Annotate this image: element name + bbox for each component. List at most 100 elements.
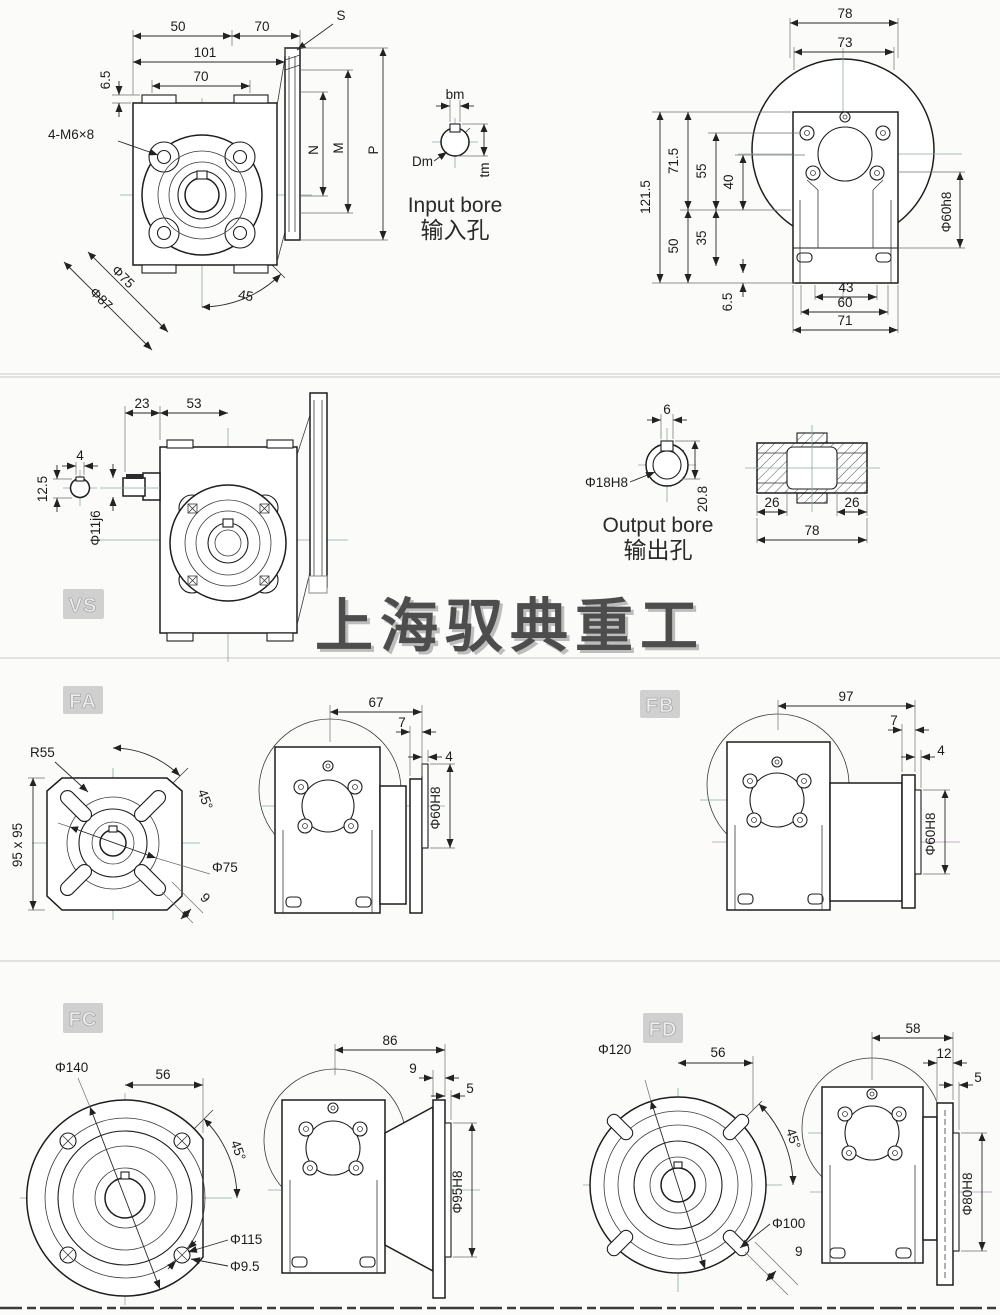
dim-label: 4 <box>937 743 945 758</box>
dim-label: 6 <box>663 402 671 417</box>
stamp-fb: FB <box>640 690 680 718</box>
dim-label: Φ100 <box>772 1216 805 1231</box>
dim-5: 5 <box>939 1070 982 1130</box>
fb-flange-plate <box>901 774 916 909</box>
fb-long-cylinder <box>829 782 903 902</box>
fc-front-view: FC Φ140 56 45° <box>20 1003 262 1305</box>
dim-phi75: Φ75 <box>57 822 238 875</box>
stamp-fa: FA <box>63 686 103 714</box>
dim-label: 50 <box>170 19 185 34</box>
dim-label: 40 <box>721 174 736 189</box>
fb-view: FB 97 7 4 <box>640 689 960 911</box>
dim-label: P <box>366 145 381 154</box>
dim-67: 67 <box>329 695 423 776</box>
dim-label: tm <box>477 163 492 178</box>
back-view: 78 73 121.5 71.5 50 55 35 40 <box>638 6 965 334</box>
dim-phi60h8: Φ60H8 <box>923 789 950 875</box>
dim-phi95h8: Φ95H8 <box>450 1122 477 1258</box>
stamp-label: FB <box>646 695 675 717</box>
dim-label: 9 <box>409 1061 417 1076</box>
dim-label: 5 <box>974 1070 982 1085</box>
dim-label: Φ60h8 <box>939 192 954 233</box>
fa-flange-plate <box>409 778 423 914</box>
front-view: 50 70 101 70 6.5 S N <box>48 8 388 351</box>
dim-n: N <box>300 91 328 197</box>
dim-label: 4-M6×8 <box>48 127 94 142</box>
dim-phi87: Φ87 <box>63 261 153 351</box>
dim-label: bm <box>446 87 465 102</box>
dim-phi120: Φ120 <box>598 1042 706 1270</box>
dim-70-flange: 70 <box>232 19 301 46</box>
fa-side-view: 67 7 4 Φ60H8 <box>258 695 455 914</box>
dim-label: 20.8 <box>695 486 710 512</box>
output-bore-detail: 6 Φ18H8 20.8 Output bore 输出孔 <box>585 402 714 563</box>
dim-label: Φ75 <box>109 262 138 291</box>
input-bore-title-zh: 输入孔 <box>421 217 490 243</box>
dim-label: 71 <box>837 313 852 328</box>
output-bore-title-en: Output bore <box>603 514 714 537</box>
dim-56: 56 <box>125 1067 204 1133</box>
fd-spacer-ring <box>922 1116 938 1241</box>
dim-label: Φ75 <box>212 860 238 875</box>
dim-9-notch: 9 <box>744 1241 803 1296</box>
dim-label: 45° <box>228 1138 249 1162</box>
vs-view: 23 53 4 12.5 Φ11j6 VS <box>35 392 348 662</box>
bolt-marks <box>187 503 270 586</box>
dim-label: 101 <box>194 45 217 60</box>
dim-r55: R55 <box>30 745 89 793</box>
dim-label: 56 <box>710 1045 725 1060</box>
stamp-label: FA <box>69 691 97 713</box>
dim-label: 12 <box>936 1046 951 1061</box>
dim-chain-left: 121.5 71.5 50 55 35 40 6.5 <box>638 111 805 311</box>
input-bore-detail: bm Dm tm Input bore 输入孔 <box>408 87 503 243</box>
callout-bolts: 4-M6×8 <box>48 127 159 156</box>
dim-label: 26 <box>844 495 859 510</box>
dim-label: 70 <box>254 19 269 34</box>
dim-9: 9 <box>409 1061 459 1097</box>
dim-label: 35 <box>694 230 709 245</box>
dim-label: 43 <box>838 280 853 295</box>
dim-label: 7 <box>890 713 898 728</box>
dim-label: Φ140 <box>55 1060 88 1075</box>
input-flange-plate <box>284 47 301 241</box>
dim-label: 71.5 <box>666 148 681 174</box>
dim-label: Φ60H8 <box>428 786 443 829</box>
dim-label: M <box>331 142 346 153</box>
dim-label: 45° <box>195 787 216 811</box>
dim-m: M <box>300 69 353 214</box>
dim-phi9-5: Φ9.5 <box>167 1240 260 1274</box>
dim-5: 5 <box>431 1081 474 1120</box>
dim-label: Φ9.5 <box>230 1259 260 1274</box>
dim-phi60h8: Φ60H8 <box>428 763 455 849</box>
dim-label: 26 <box>764 495 779 510</box>
dim-78: 78 <box>789 6 899 58</box>
stamp-label: FC <box>69 1009 98 1031</box>
dim-6: 6 <box>647 402 687 439</box>
dim-45: 45 <box>201 273 282 311</box>
dim-label: 4 <box>445 749 453 764</box>
dim-phi115: Φ115 <box>187 1232 262 1253</box>
dim-label: 9 <box>197 890 213 906</box>
dim-label: 45 <box>237 287 254 304</box>
dim-label: Φ18H8 <box>585 475 628 490</box>
input-bore-title-en: Input bore <box>408 194 503 217</box>
dim-71: 71 <box>792 285 899 334</box>
dim-26-left: 26 <box>756 491 788 516</box>
fa-front-view: FA R55 95 x 95 45° Φ75 <box>10 686 238 924</box>
stamp-fd: FD <box>643 1013 683 1043</box>
dim-86: 86 <box>334 1033 446 1097</box>
dim-label: 12.5 <box>35 476 50 502</box>
dim-phi18h8: Φ18H8 <box>585 471 656 490</box>
dim-label: Φ80H8 <box>960 1172 975 1215</box>
dim-label: Dm <box>412 154 433 169</box>
dim-label: 9 <box>795 1244 803 1259</box>
callout-s: S <box>296 8 346 51</box>
output-flange-plate-vs <box>309 392 328 588</box>
dim-label: 95 x 95 <box>10 823 25 867</box>
dim-45deg: 45° <box>758 1103 804 1186</box>
dim-12: 12 <box>923 1046 967 1100</box>
dim-78-section: 78 <box>756 518 868 544</box>
watermark-text: 上海驭典重工 <box>315 594 705 659</box>
dim-label: 56 <box>155 1067 170 1082</box>
